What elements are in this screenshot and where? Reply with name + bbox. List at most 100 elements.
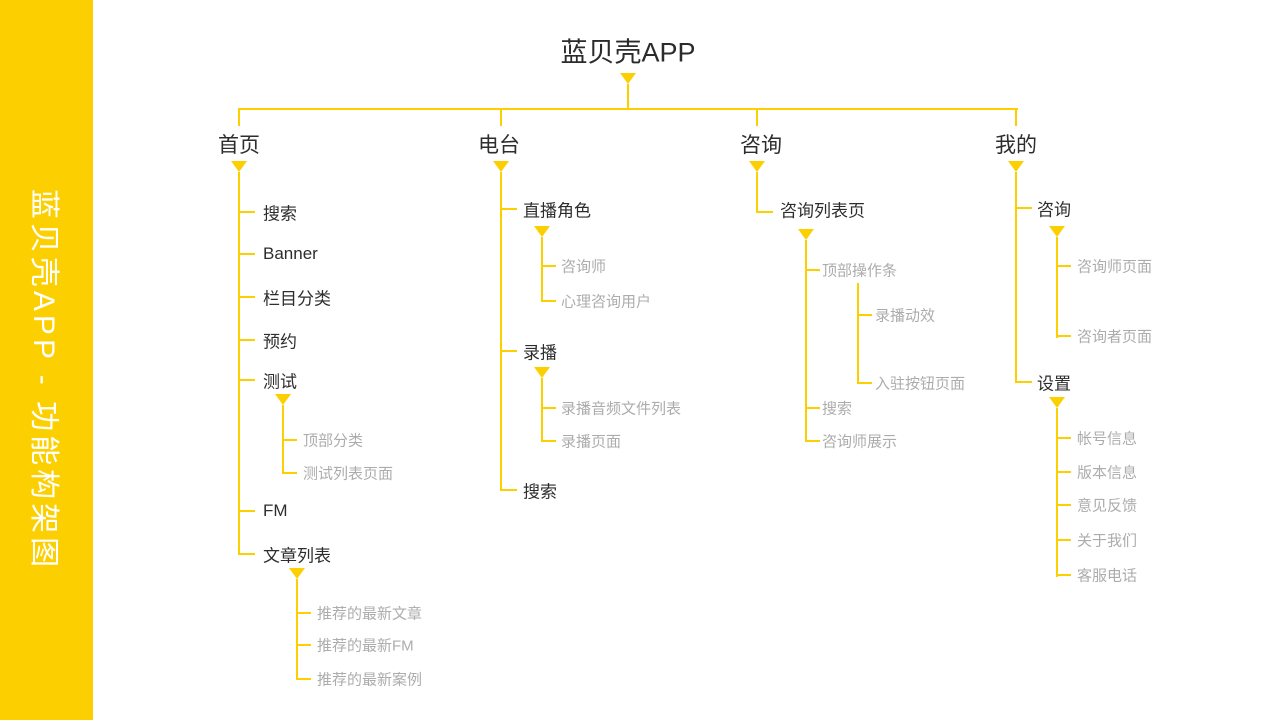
- connector-line: [541, 237, 543, 302]
- node-mine-consult: 咨询: [1037, 200, 1071, 220]
- connector-line: [238, 211, 255, 213]
- connector-line: [541, 440, 556, 442]
- connector-line: [541, 378, 543, 442]
- connector-line: [541, 265, 556, 267]
- node-latest-fm: 推荐的最新FM: [317, 637, 414, 655]
- node-radio: 电台: [478, 134, 520, 157]
- connector-line: [541, 300, 556, 302]
- node-version-info: 版本信息: [1077, 464, 1138, 482]
- node-test-top-categories: 顶部分类: [303, 432, 364, 450]
- node-recording-animation: 录播动效: [875, 307, 936, 325]
- connector-line: [857, 382, 872, 384]
- article-list-arrow-icon: [289, 568, 305, 579]
- mine-arrow-icon: [1008, 161, 1024, 172]
- connector-line: [296, 612, 311, 614]
- node-join-button-page: 入驻按钮页面: [875, 375, 966, 393]
- node-radio-search: 搜索: [523, 482, 557, 502]
- node-latest-articles: 推荐的最新文章: [317, 605, 423, 623]
- node-live-roles: 直播角色: [523, 201, 591, 221]
- connector-line: [282, 472, 297, 474]
- node-counselor-page: 咨询师页面: [1077, 258, 1153, 276]
- node-test-list-page: 测试列表页面: [303, 465, 394, 483]
- connector-line: [1056, 335, 1071, 337]
- connector-line: [282, 439, 297, 441]
- connector-line: [1015, 172, 1017, 383]
- node-service-phone: 客服电话: [1077, 567, 1138, 585]
- radio-arrow-icon: [493, 161, 509, 172]
- node-about-us: 关于我们: [1077, 532, 1138, 550]
- connector-line: [238, 553, 255, 555]
- connector-line: [500, 208, 517, 210]
- connector-line: [857, 314, 872, 316]
- connector-line: [296, 678, 311, 680]
- node-home-test: 测试: [263, 372, 297, 392]
- test-arrow-icon: [275, 394, 291, 405]
- node-consult: 咨询: [740, 134, 782, 157]
- node-feedback: 意见反馈: [1077, 497, 1138, 515]
- node-consult-search: 搜索: [822, 400, 853, 418]
- connector-line: [238, 379, 255, 381]
- node-account-info: 帐号信息: [1077, 430, 1138, 448]
- node-home-article-list: 文章列表: [263, 546, 331, 566]
- connector-line: [1056, 539, 1071, 541]
- node-latest-cases: 推荐的最新案例: [317, 671, 423, 689]
- node-recorded-audio-list: 录播音频文件列表: [561, 400, 682, 418]
- connector-line: [1056, 237, 1058, 338]
- connector-line: [238, 339, 255, 341]
- node-home-categories: 栏目分类: [263, 289, 331, 309]
- connector-line: [238, 110, 240, 126]
- connector-line: [1056, 504, 1071, 506]
- connector-line: [238, 296, 255, 298]
- connector-line: [805, 269, 820, 271]
- node-home-banner: Banner: [263, 244, 318, 263]
- home-arrow-icon: [231, 161, 247, 172]
- consult-arrow-icon: [749, 161, 765, 172]
- node-consult-list-page: 咨询列表页: [780, 201, 865, 221]
- connector-line: [857, 283, 859, 384]
- connector-line: [1056, 574, 1071, 576]
- node-settings: 设置: [1037, 374, 1071, 394]
- node-top-action-bar: 顶部操作条: [822, 262, 898, 280]
- connector-line: [627, 84, 629, 108]
- connector-line: [805, 440, 820, 442]
- node-live-counselor: 咨询师: [561, 258, 607, 276]
- connector-line: [500, 489, 517, 491]
- connector-line: [500, 110, 502, 126]
- connector-line: [1056, 265, 1071, 267]
- connector-line: [238, 108, 1018, 110]
- node-recorded-page: 录播页面: [561, 433, 622, 451]
- connector-line: [296, 644, 311, 646]
- connector-line: [238, 510, 255, 512]
- connector-line: [1056, 437, 1071, 439]
- connector-line: [756, 110, 758, 126]
- node-home-fm: FM: [263, 501, 288, 520]
- node-mine: 我的: [995, 134, 1037, 157]
- node-home: 首页: [218, 134, 260, 157]
- connector-line: [296, 579, 298, 680]
- connector-line: [756, 211, 773, 213]
- node-home-search: 搜索: [263, 204, 297, 224]
- connector-line: [1015, 110, 1017, 126]
- connector-line: [1056, 471, 1071, 473]
- root-app-title: 蓝贝壳APP: [560, 37, 696, 68]
- recorded-arrow-icon: [534, 367, 550, 378]
- connector-line: [805, 407, 820, 409]
- node-consulter-page: 咨询者页面: [1077, 328, 1153, 346]
- node-counselor-display: 咨询师展示: [822, 433, 898, 451]
- root-arrow-icon: [620, 73, 636, 84]
- connector-line: [1056, 408, 1058, 577]
- connector-line: [1015, 207, 1032, 209]
- sidebar: 蓝贝壳APP - 功能构架图: [0, 0, 93, 720]
- node-live-psych-user: 心理咨询用户: [561, 293, 652, 311]
- connector-line: [541, 407, 556, 409]
- connector-line: [756, 172, 758, 213]
- connector-line: [500, 350, 517, 352]
- connector-line: [238, 253, 255, 255]
- consult-list-arrow-icon: [798, 229, 814, 240]
- connector-line: [500, 172, 502, 491]
- connector-line: [1015, 381, 1032, 383]
- settings-arrow-icon: [1049, 397, 1065, 408]
- mine-consult-arrow-icon: [1049, 226, 1065, 237]
- connector-line: [805, 240, 807, 442]
